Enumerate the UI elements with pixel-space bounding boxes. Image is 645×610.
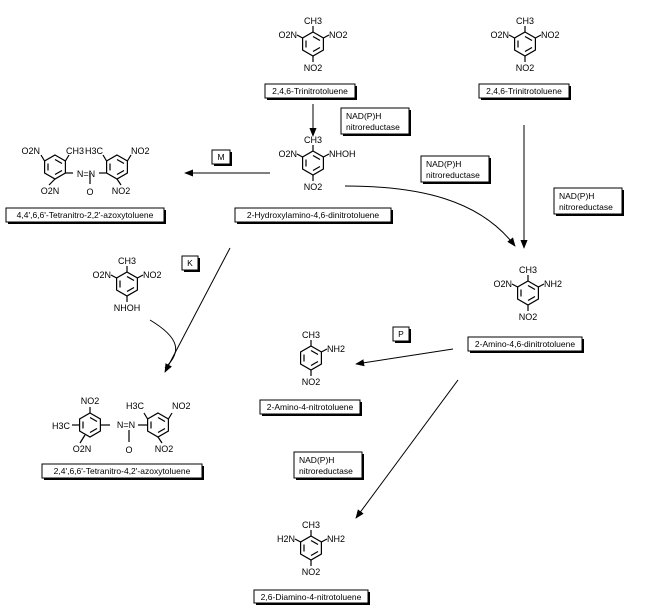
enzyme-4-cofactor: NAD(P)H bbox=[299, 455, 334, 465]
azoxy-42-ring1-bottom: O2N bbox=[73, 444, 92, 454]
azoxy-22-oxygen: O bbox=[86, 187, 93, 197]
compound-azoxy-22: O2N CH3 O2N H3C NO2 NO2 N=N O bbox=[21, 146, 149, 197]
compound-ant: CH3 NH2 NO2 bbox=[300, 330, 345, 387]
adnt-left: O2N bbox=[493, 279, 512, 289]
enzyme-1-cofactor: NAD(P)H bbox=[346, 111, 381, 121]
tnt-2-bottom: NO2 bbox=[516, 63, 535, 73]
tnt-2-name: 2,4,6-Trinitrotoluene bbox=[486, 86, 562, 96]
label-hadnt: 2-Hydroxylamino-4,6-dinitrotoluene bbox=[234, 207, 393, 224]
adnt-bottom: NO2 bbox=[519, 312, 538, 322]
azoxy-22-link: N=N bbox=[77, 169, 95, 179]
enzyme-1-name: nitroreductase bbox=[346, 122, 400, 132]
hadnt-free-right: NO2 bbox=[143, 270, 162, 280]
enzyme-3-cofactor: NAD(P)H bbox=[559, 191, 594, 201]
step-p-label: P bbox=[398, 329, 404, 339]
step-p-box: P bbox=[392, 326, 411, 343]
label-dant: 2,6-Diamino-4-nitrotoluene bbox=[253, 589, 370, 605]
enzyme-box-3: NAD(P)H nitroreductase bbox=[553, 187, 624, 216]
label-azoxy-22: 4,4',6,6'-Tetranitro-2,2'-azoxytoluene bbox=[5, 207, 166, 224]
azoxy-22-ring2-bottom: NO2 bbox=[112, 186, 131, 196]
compound-tnt-2: CH3 O2N NO2 NO2 bbox=[490, 16, 559, 73]
enzyme-box-4: NAD(P)H nitroreductase bbox=[293, 451, 364, 480]
adnt-top: CH3 bbox=[519, 265, 537, 275]
hadnt-left: O2N bbox=[278, 149, 297, 159]
step-k-box: K bbox=[181, 255, 200, 272]
ant-bottom: NO2 bbox=[302, 377, 321, 387]
enzyme-4-name: nitroreductase bbox=[299, 466, 353, 476]
label-adnt: 2-Amino-4,6-dinitrotoluene bbox=[467, 336, 584, 353]
hadnt-free-bottom: NHOH bbox=[114, 303, 141, 313]
label-tnt-2: 2,4,6-Trinitrotoluene bbox=[478, 83, 571, 100]
adnt-name: 2-Amino-4,6-dinitrotoluene bbox=[475, 339, 575, 349]
compound-hadnt: CH3 O2N NHOH NO2 bbox=[278, 135, 355, 192]
arrow-hadnt-to-adnt bbox=[344, 185, 516, 247]
compound-adnt: CH3 O2N NH2 NO2 bbox=[493, 265, 562, 322]
label-tnt-1: 2,4,6-Trinitrotoluene bbox=[264, 83, 357, 100]
arrow-hadnt-free-merge bbox=[149, 319, 177, 369]
azoxy-42-name: 2,4',6,6'-Tetranitro-4,2'-azoxytoluene bbox=[54, 466, 191, 476]
azoxy-22-ring2-top-left: H3C bbox=[85, 146, 104, 156]
azoxy-42-ring2-top-left: H3C bbox=[126, 401, 145, 411]
enzyme-2-cofactor: NAD(P)H bbox=[426, 159, 461, 169]
arrow-adnt-to-dant bbox=[355, 379, 459, 519]
azoxy-42-oxygen: O bbox=[125, 445, 132, 455]
hadnt-top: CH3 bbox=[304, 135, 322, 145]
hadnt-bottom: NO2 bbox=[304, 182, 323, 192]
azoxy-42-ring2-top-right: NO2 bbox=[172, 401, 191, 411]
azoxy-22-ring2-top-right: NO2 bbox=[131, 146, 150, 156]
step-m-box: M bbox=[211, 149, 232, 166]
azoxy-22-ring1-bottom: O2N bbox=[41, 186, 60, 196]
azoxy-22-ring1-top-right: CH3 bbox=[66, 146, 84, 156]
compound-azoxy-42: NO2 H3C O2N H3C NO2 NO2 N=N O bbox=[52, 396, 191, 455]
azoxy-42-link: N=N bbox=[117, 420, 135, 430]
tnt-2-right: NO2 bbox=[541, 30, 560, 40]
compound-tnt-1: CH3 O2N NO2 NO2 bbox=[278, 16, 347, 73]
arrow-adnt-to-ant bbox=[355, 348, 454, 367]
ant-name: 2-Amino-4-nitrotoluene bbox=[267, 402, 354, 412]
dant-name: 2,6-Diamino-4-nitrotoluene bbox=[261, 592, 362, 602]
enzyme-box-2: NAD(P)H nitroreductase bbox=[420, 155, 491, 184]
compound-hadnt-free: CH3 O2N NO2 NHOH bbox=[92, 256, 161, 313]
azoxy-42-ring1-top: NO2 bbox=[81, 396, 100, 406]
adnt-right: NH2 bbox=[544, 279, 562, 289]
enzyme-2-name: nitroreductase bbox=[426, 170, 480, 180]
dant-bottom: NO2 bbox=[302, 567, 321, 577]
enzyme-3-name: nitroreductase bbox=[559, 202, 613, 212]
step-k-label: K bbox=[187, 258, 193, 268]
dant-top: CH3 bbox=[302, 520, 320, 530]
azoxy-42-ring1-left: H3C bbox=[52, 421, 71, 431]
tnt-2-top: CH3 bbox=[516, 16, 534, 26]
tnt-1-top: CH3 bbox=[304, 16, 322, 26]
tnt-1-right: NO2 bbox=[329, 30, 348, 40]
dant-left: H2N bbox=[277, 534, 295, 544]
tnt-1-bottom: NO2 bbox=[304, 63, 323, 73]
step-m-label: M bbox=[217, 152, 224, 162]
tnt-2-left: O2N bbox=[490, 30, 509, 40]
dant-right: NH2 bbox=[327, 534, 345, 544]
hadnt-name: 2-Hydroxylamino-4,6-dinitrotoluene bbox=[247, 210, 380, 220]
label-azoxy-42: 2,4',6,6'-Tetranitro-4,2'-azoxytoluene bbox=[41, 463, 204, 480]
hadnt-free-left: O2N bbox=[92, 270, 111, 280]
hadnt-right: NHOH bbox=[329, 149, 356, 159]
tnt-1-left: O2N bbox=[278, 30, 297, 40]
ant-top: CH3 bbox=[302, 330, 320, 340]
tnt-1-name: 2,4,6-Trinitrotoluene bbox=[272, 86, 348, 96]
azoxy-22-ring1-top-left: O2N bbox=[21, 146, 40, 156]
enzyme-box-1: NAD(P)H nitroreductase bbox=[340, 107, 411, 136]
hadnt-free-top: CH3 bbox=[118, 256, 136, 266]
azoxy-22-name: 4,4',6,6'-Tetranitro-2,2'-azoxytoluene bbox=[17, 210, 154, 220]
label-ant: 2-Amino-4-nitrotoluene bbox=[259, 399, 362, 416]
azoxy-42-ring2-bottom: NO2 bbox=[155, 444, 174, 454]
ant-right: NH2 bbox=[327, 344, 345, 354]
compound-dant: CH3 H2N NH2 NO2 bbox=[277, 520, 345, 577]
